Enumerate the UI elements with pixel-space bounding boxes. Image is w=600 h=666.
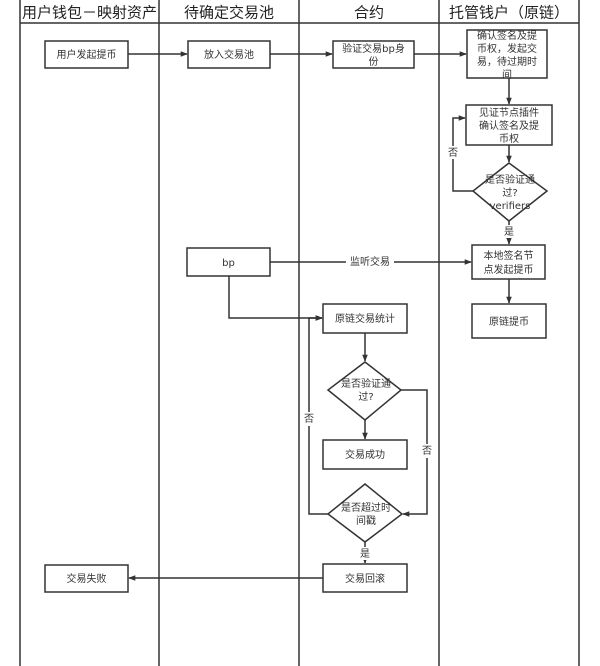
node-local-sign[interactable]: 本地签名节 点发起提币 [471, 244, 546, 280]
decision-timeout-label-2: 间戳 [356, 514, 376, 527]
lane-title-contract: 合约 [354, 4, 384, 22]
node-confirm-sign-label-4: 间 [502, 68, 512, 81]
lane-title-wallet: 用户钱包－映射资产 [22, 4, 157, 22]
edges [128, 51, 512, 581]
label-timeout-no: 否 [304, 413, 314, 425]
node-tx-rollback-label: 交易回滚 [345, 572, 385, 585]
node-confirm-sign-label-3: 易，待过期时 [477, 55, 537, 68]
lane-title-custody: 托管钱户（原链） [449, 4, 569, 22]
decision-verifiers[interactable]: 是否验证通 过? verifiers [471, 162, 549, 222]
node-witness-plugin[interactable]: 见证节点插件 确认签名及提 币权 [465, 104, 553, 146]
label-listen-tx: 监听交易 [350, 255, 390, 268]
node-tx-success-label: 交易成功 [345, 448, 385, 461]
node-local-sign-label-1: 本地签名节 [484, 249, 534, 262]
node-verify-bp[interactable]: 验证交易bp身 份 [332, 40, 415, 69]
node-tx-rollback[interactable]: 交易回滚 [322, 563, 408, 593]
node-chain-withdraw[interactable]: 原链提币 [471, 303, 547, 339]
decision-pass-label-2: 过? [358, 390, 373, 403]
node-confirm-sign-label-1: 确认签名及提 [477, 29, 537, 42]
node-confirm-sign[interactable]: 确认签名及提 币权，发起交 易，待过期时 间 [466, 29, 548, 81]
decision-pass[interactable]: 是否验证通 过? [326, 361, 403, 421]
decision-timeout[interactable]: 是否超过时 间戳 [326, 483, 404, 543]
decision-verifiers-label-2: 过? [502, 186, 517, 199]
node-bp[interactable]: bp [186, 247, 271, 277]
node-witness-plugin-label-3: 币权 [499, 132, 519, 145]
label-verifiers-yes: 是 [504, 226, 514, 238]
decision-timeout-label-1: 是否超过时 [341, 501, 391, 514]
decision-verifiers-label-3: verifiers [490, 201, 531, 212]
node-initiate-withdraw[interactable]: 用户发起提币 [44, 40, 129, 69]
node-witness-plugin-label-1: 见证节点插件 [479, 106, 539, 119]
node-initiate-withdraw-label: 用户发起提币 [57, 48, 117, 61]
decision-pass-label-1: 是否验证通 [341, 377, 391, 390]
node-tx-fail[interactable]: 交易失败 [44, 564, 129, 593]
node-tx-stats[interactable]: 原链交易统计 [322, 303, 408, 334]
edge-bp-to-stats [228, 276, 323, 321]
label-pass-no: 否 [422, 445, 432, 457]
node-enter-pool-label: 放入交易池 [204, 48, 254, 61]
node-bp-label: bp [222, 258, 235, 269]
node-verify-bp-label-1: 验证交易bp身 [342, 42, 405, 55]
swimlane-frame [19, 0, 580, 666]
label-timeout-yes: 是 [360, 548, 370, 560]
node-witness-plugin-label-2: 确认签名及提 [479, 119, 539, 132]
node-local-sign-label-2: 点发起提币 [484, 263, 534, 276]
decision-verifiers-label-1: 是否验证通 [485, 173, 535, 186]
node-verify-bp-label-2: 份 [369, 56, 379, 68]
node-chain-withdraw-label: 原链提币 [489, 315, 529, 328]
lane-title-pool: 待确定交易池 [184, 4, 274, 22]
node-tx-success[interactable]: 交易成功 [322, 439, 408, 470]
node-tx-stats-label: 原链交易统计 [335, 312, 395, 325]
node-enter-pool[interactable]: 放入交易池 [187, 40, 271, 69]
label-verifiers-no: 否 [448, 147, 458, 159]
node-tx-fail-label: 交易失败 [67, 572, 107, 585]
node-confirm-sign-label-2: 币权，发起交 [477, 42, 537, 55]
